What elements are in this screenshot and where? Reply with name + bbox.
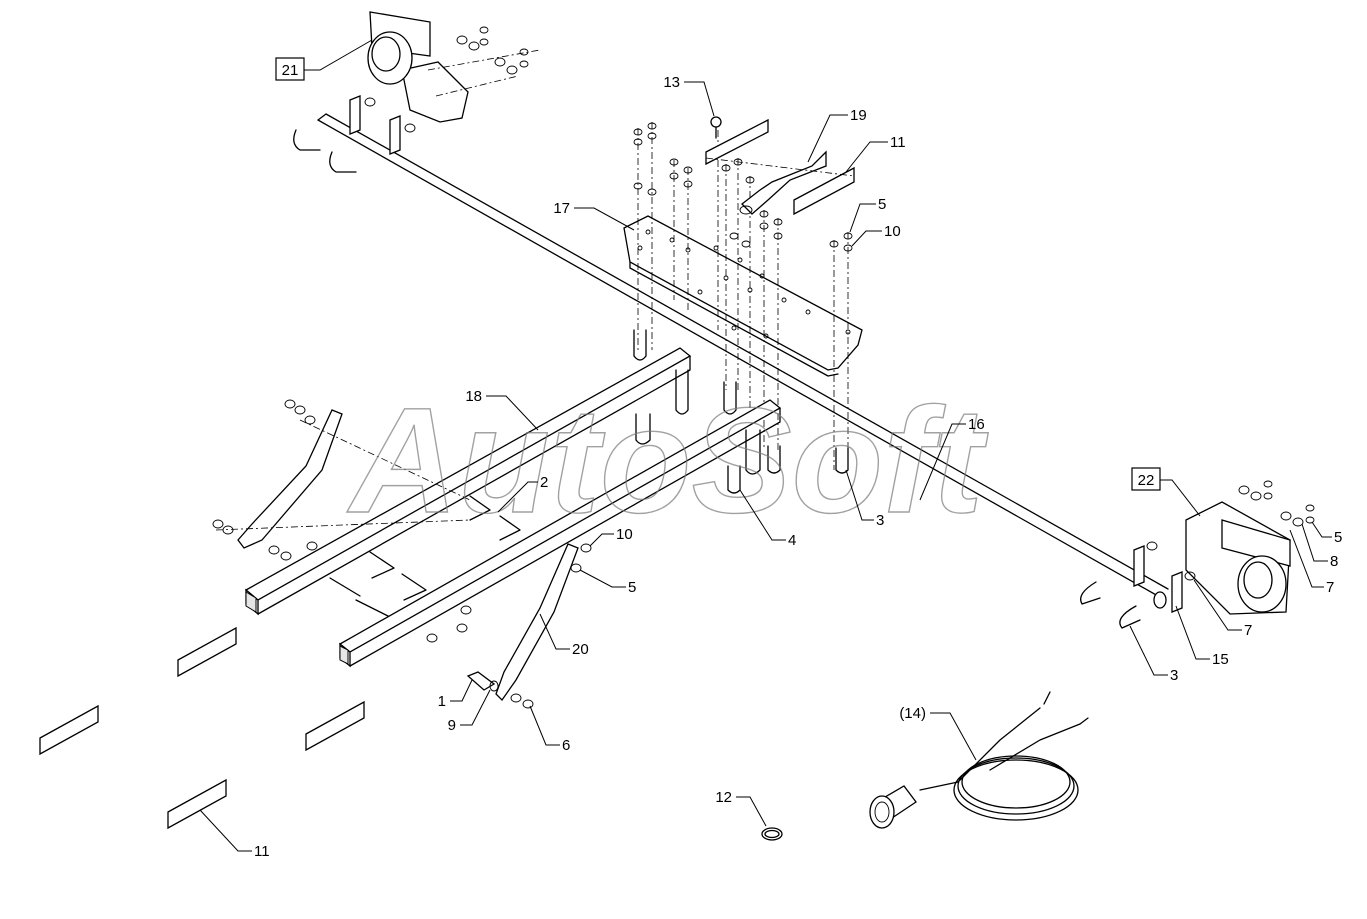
callout-1: 1 [438, 693, 446, 710]
left-lamp-bracket [293, 11, 541, 173]
callout-5-right: 5 [1334, 529, 1342, 546]
callout-14: (14) [899, 705, 926, 722]
callout-box-21 [275, 57, 305, 81]
callout-12: 12 [715, 789, 732, 806]
callout-3-mid: 3 [876, 512, 884, 529]
watermark: AutoSoft [346, 376, 989, 544]
callout-7-lower: 7 [1244, 622, 1252, 639]
callout-box-22 [1131, 467, 1161, 491]
mounting-plate [623, 215, 863, 377]
callout-17: 17 [553, 200, 570, 217]
u-bolts-center [633, 329, 849, 494]
callout-15: 15 [1212, 651, 1229, 668]
callout-18: 18 [465, 388, 482, 405]
callout-5-mid: 5 [628, 579, 636, 596]
right-lamp-bracket [1079, 480, 1315, 629]
callout-19: 19 [850, 107, 867, 124]
callout-8: 8 [1330, 553, 1338, 570]
tube-20-side [338, 399, 782, 668]
callout-6: 6 [562, 737, 570, 754]
callout-13: 13 [663, 74, 680, 91]
left-brace [212, 399, 471, 561]
callout-5-top: 5 [878, 196, 886, 213]
callout-11-bottom: 11 [254, 843, 270, 860]
top-plates [705, 116, 855, 216]
callout-7-right: 7 [1326, 579, 1334, 596]
callout-4: 4 [788, 532, 796, 549]
main-beam [317, 113, 1169, 609]
cable-harness [869, 691, 1089, 829]
callout-20: 20 [572, 641, 589, 658]
nut-stacks [633, 122, 853, 252]
callout-2: 2 [540, 474, 548, 491]
ring-12 [761, 827, 783, 841]
callout-10-top: 10 [884, 223, 901, 240]
callouts: 21 22 13 19 11 17 5 10 18 16 2 [199, 39, 1342, 860]
callout-3-right: 3 [1170, 667, 1178, 684]
callout-22: 22 [1138, 472, 1155, 489]
callout-21: 21 [282, 62, 299, 79]
callout-16: 16 [968, 416, 985, 433]
callout-10-mid: 10 [616, 526, 633, 543]
u-bolts-tubes [329, 495, 521, 617]
right-brace [426, 543, 592, 709]
decals [39, 626, 365, 830]
callout-9: 9 [448, 717, 456, 734]
tube-18 [244, 347, 692, 616]
callout-11-top: 11 [890, 134, 906, 151]
